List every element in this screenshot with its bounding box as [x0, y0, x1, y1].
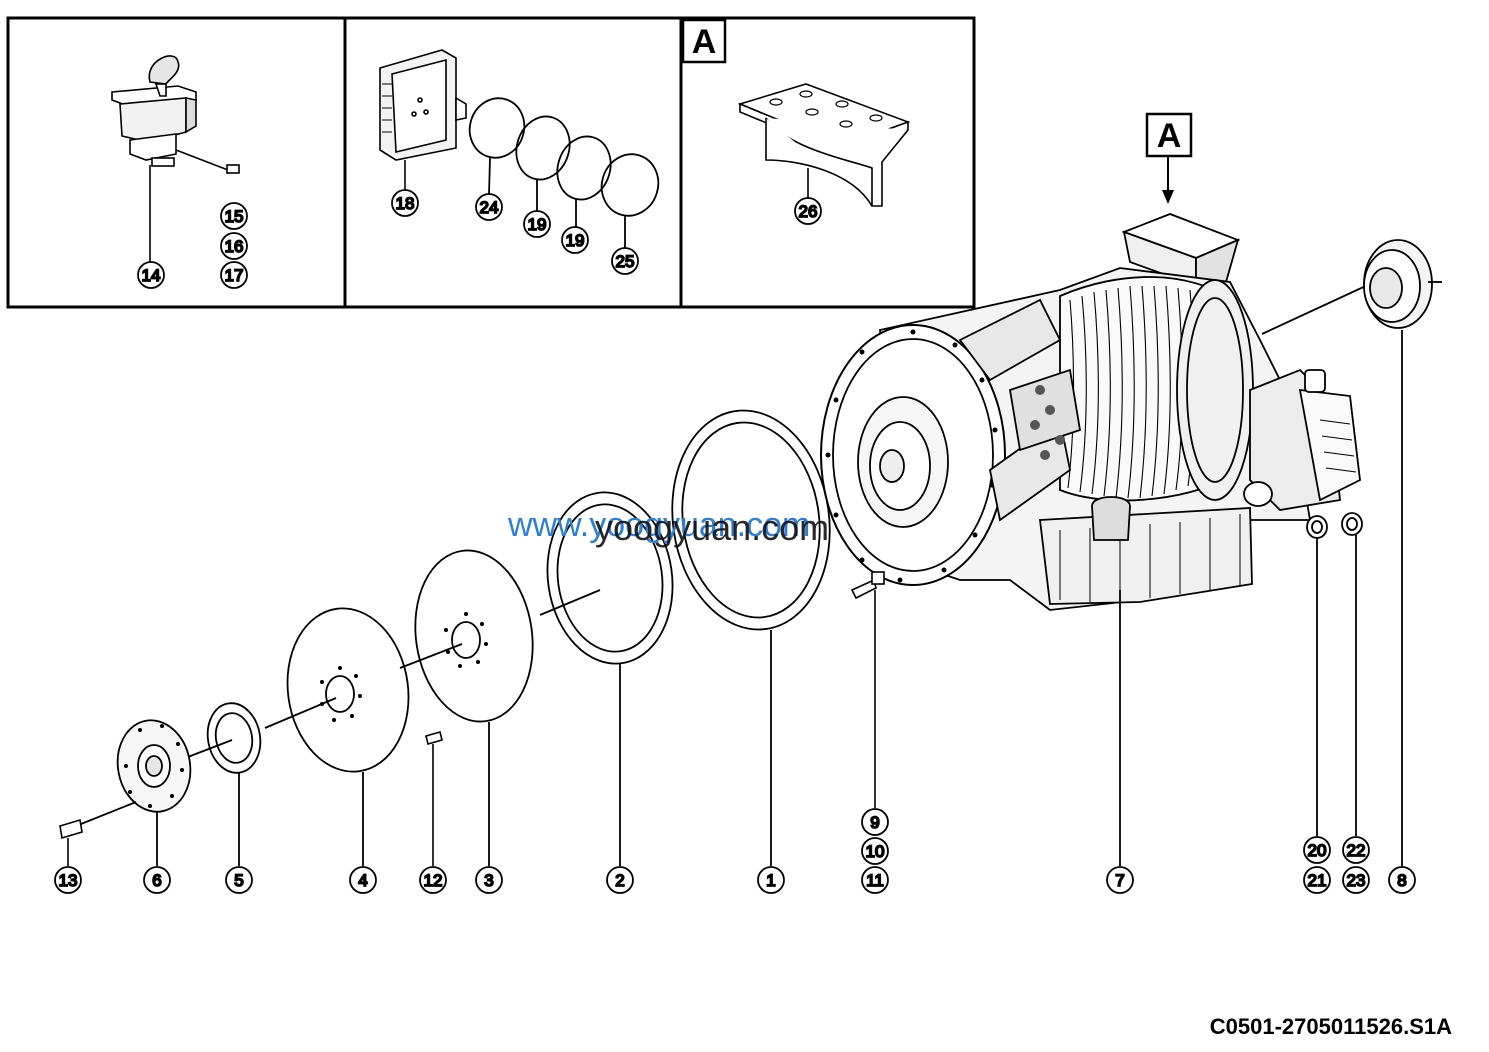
- svg-text:24: 24: [480, 198, 499, 217]
- callout-19a: 19: [523, 210, 551, 238]
- svg-text:18: 18: [396, 194, 415, 213]
- svg-text:14: 14: [142, 266, 161, 285]
- callout-21: 21: [1303, 866, 1331, 894]
- callout-23: 23: [1342, 866, 1370, 894]
- flex-plate-3-drawing: [399, 549, 534, 866]
- svg-text:26: 26: [799, 202, 818, 221]
- callout-8: 8: [1388, 866, 1416, 894]
- callout-12: 12: [419, 866, 447, 894]
- callout-11: 11: [861, 866, 889, 894]
- svg-text:8: 8: [1397, 871, 1406, 890]
- callout-4: 4: [349, 866, 377, 894]
- callout-22: 22: [1342, 836, 1370, 864]
- spacer-ring-drawing: [179, 702, 262, 866]
- watermark-blue: www.yoogyuan.com: [507, 506, 810, 544]
- svg-text:12: 12: [424, 871, 443, 890]
- callout-10: 10: [861, 837, 889, 865]
- bolts: [59, 571, 885, 866]
- mounting-bracket-drawing: [737, 83, 911, 207]
- svg-text:10: 10: [866, 842, 885, 861]
- svg-text:23: 23: [1347, 871, 1366, 890]
- watermark-black: yoogyuan.com: [595, 507, 829, 548]
- adapter-ring-drawing: [671, 409, 831, 866]
- callout-14: 14: [137, 261, 165, 289]
- callout-7: 7: [1106, 866, 1134, 894]
- svg-text:6: 6: [152, 871, 161, 890]
- control-module-drawing: [379, 49, 467, 190]
- callout-19b: 19: [561, 226, 589, 254]
- flex-plate-4-drawing: [264, 607, 410, 866]
- svg-text:4: 4: [358, 871, 367, 890]
- svg-text:19: 19: [528, 215, 547, 234]
- transmission-assembly-drawing: [820, 213, 1371, 866]
- callout-3: 3: [475, 866, 503, 894]
- svg-text:13: 13: [59, 871, 78, 890]
- svg-text:19: 19: [566, 231, 585, 250]
- svg-text:A: A: [692, 23, 717, 61]
- o-rings: [468, 97, 660, 248]
- svg-text:22: 22: [1347, 841, 1366, 860]
- watermark: www.yoogyuan.com yoogyuan.com: [507, 506, 829, 548]
- shift-selector-drawing: [111, 55, 240, 262]
- callout-5: 5: [225, 866, 253, 894]
- svg-text:9: 9: [870, 813, 879, 832]
- callout-25: 25: [611, 247, 639, 275]
- section-a-tag-inset: A: [681, 18, 727, 64]
- section-a-tag-main: A: [1145, 112, 1193, 204]
- callout-17: 17: [220, 261, 248, 289]
- inset-panels: [6, 16, 976, 309]
- svg-text:25: 25: [616, 252, 635, 271]
- callout-15: 15: [220, 202, 248, 230]
- callout-2: 2: [606, 866, 634, 894]
- svg-text:7: 7: [1115, 871, 1124, 890]
- callout-9: 9: [861, 808, 889, 836]
- hub-flange-drawing: [75, 719, 192, 866]
- svg-text:3: 3: [484, 871, 493, 890]
- flywheel-adapter-drawing: [539, 491, 674, 866]
- callout-20: 20: [1303, 836, 1331, 864]
- svg-text:21: 21: [1308, 871, 1327, 890]
- callout-13: 13: [54, 866, 82, 894]
- svg-text:1: 1: [766, 871, 775, 890]
- seal-rings: [1306, 512, 1363, 836]
- svg-text:5: 5: [234, 871, 243, 890]
- svg-text:20: 20: [1308, 841, 1327, 860]
- callout-16: 16: [220, 232, 248, 260]
- drawing-code: C0501-2705011526.S1A: [1210, 1014, 1452, 1039]
- callout-balloons: 14 15 16 17 18 24 19 19 25 26 13 6 5 4 1…: [54, 189, 1416, 894]
- callout-1: 1: [757, 866, 785, 894]
- svg-text:11: 11: [866, 871, 884, 890]
- svg-text:17: 17: [225, 266, 244, 285]
- output-flange-drawing: [1363, 239, 1442, 866]
- svg-text:A: A: [1157, 117, 1182, 155]
- callout-26: 26: [794, 197, 822, 225]
- callout-24: 24: [475, 193, 503, 221]
- svg-text:2: 2: [615, 871, 624, 890]
- callout-18: 18: [391, 189, 419, 217]
- svg-text:16: 16: [225, 237, 244, 256]
- svg-text:15: 15: [225, 207, 244, 226]
- callout-6: 6: [143, 866, 171, 894]
